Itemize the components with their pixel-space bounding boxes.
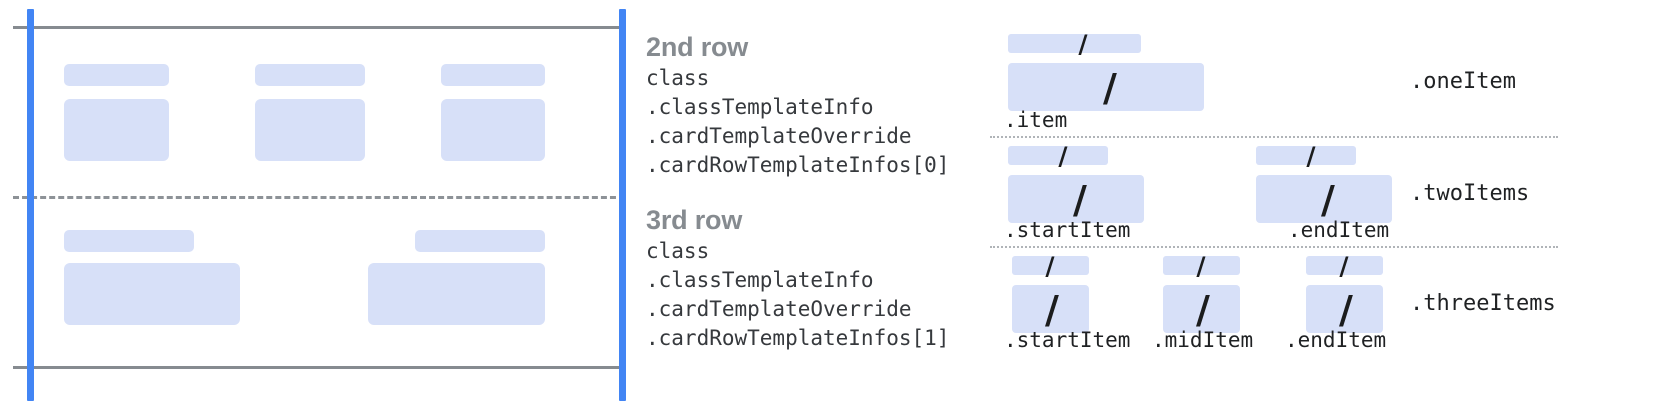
item-label: .midItem bbox=[1152, 328, 1254, 352]
item-label-bar bbox=[1256, 146, 1356, 165]
annotation-heading: 3rd row bbox=[646, 205, 743, 235]
annotation-code-line: .cardTemplateOverride bbox=[646, 297, 912, 321]
slash-glyph: / bbox=[1196, 251, 1206, 281]
guide-line-right bbox=[619, 9, 626, 401]
variant-divider bbox=[990, 246, 1558, 248]
guide-line-left bbox=[27, 9, 34, 401]
item-label: .item bbox=[1004, 108, 1068, 132]
item-slot: / / bbox=[1012, 251, 1089, 336]
placeholder-content-box bbox=[64, 263, 240, 325]
item-label-bar bbox=[1306, 256, 1383, 275]
slash-glyph: / bbox=[1306, 141, 1316, 171]
slash-glyph: / bbox=[1339, 251, 1349, 281]
item-slot: / / bbox=[1306, 251, 1383, 336]
slash-glyph: / bbox=[1073, 178, 1087, 222]
placeholder-content-box bbox=[441, 99, 545, 161]
item-label: .startItem bbox=[1004, 218, 1131, 242]
item-label-bar bbox=[1012, 256, 1089, 275]
placeholder-label-bar bbox=[441, 64, 545, 86]
variant-label: .twoItems bbox=[1410, 181, 1530, 206]
placeholder-label-bar bbox=[64, 64, 169, 86]
placeholder-content-box bbox=[64, 99, 169, 161]
annotation-row-3: 3rd row class .classTemplateInfo .cardTe… bbox=[646, 203, 949, 353]
item-label: .endItem bbox=[1285, 328, 1387, 352]
annotation-code-line: .cardRowTemplateInfos[1] bbox=[646, 326, 950, 350]
slash-glyph: / bbox=[1045, 288, 1059, 332]
item-content-box bbox=[1163, 285, 1240, 333]
row-divider-bottom bbox=[13, 366, 625, 369]
annotation-code-line: class bbox=[646, 239, 710, 263]
slash-glyph: / bbox=[1196, 288, 1210, 332]
item-slot: / / bbox=[1256, 141, 1392, 226]
item-content-box bbox=[1306, 285, 1383, 333]
item-content-box bbox=[1008, 175, 1144, 223]
annotation-code-line: class bbox=[646, 66, 710, 90]
annotation-code-line: .classTemplateInfo bbox=[646, 268, 874, 292]
item-slot: / / bbox=[1008, 141, 1144, 226]
item-label-bar bbox=[1008, 146, 1108, 165]
item-label-bar bbox=[1008, 34, 1141, 53]
item-label: .startItem bbox=[1004, 328, 1131, 352]
placeholder-content-box bbox=[255, 99, 365, 161]
placeholder-label-bar bbox=[415, 230, 545, 252]
slash-glyph: / bbox=[1321, 178, 1335, 222]
annotation-code-line: .cardRowTemplateInfos[0] bbox=[646, 153, 950, 177]
item-slot: / / bbox=[1163, 251, 1240, 336]
row-divider-top bbox=[13, 26, 625, 29]
variant-divider bbox=[990, 136, 1558, 138]
item-content-box bbox=[1008, 63, 1204, 111]
item-content-box bbox=[1012, 285, 1089, 333]
annotation-code-line: .cardTemplateOverride bbox=[646, 124, 912, 148]
annotation-code-line: .classTemplateInfo bbox=[646, 95, 874, 119]
slash-glyph: / bbox=[1339, 288, 1353, 332]
annotation-row-2: 2nd row class .classTemplateInfo .cardTe… bbox=[646, 30, 949, 180]
item-content-box bbox=[1256, 175, 1392, 223]
item-label: .endItem bbox=[1288, 218, 1390, 242]
variant-label: .threeItems bbox=[1410, 291, 1556, 316]
placeholder-label-bar bbox=[64, 230, 194, 252]
slash-glyph: / bbox=[1058, 141, 1068, 171]
item-slot: / / bbox=[1008, 29, 1204, 114]
slash-glyph: / bbox=[1045, 251, 1055, 281]
slash-glyph: / bbox=[1103, 66, 1117, 110]
placeholder-label-bar bbox=[255, 64, 365, 86]
annotation-heading: 2nd row bbox=[646, 32, 749, 62]
slash-glyph: / bbox=[1078, 29, 1088, 59]
placeholder-content-box bbox=[368, 263, 545, 325]
row-divider-dashed bbox=[13, 196, 625, 199]
variant-label: .oneItem bbox=[1410, 69, 1516, 94]
item-label-bar bbox=[1163, 256, 1240, 275]
